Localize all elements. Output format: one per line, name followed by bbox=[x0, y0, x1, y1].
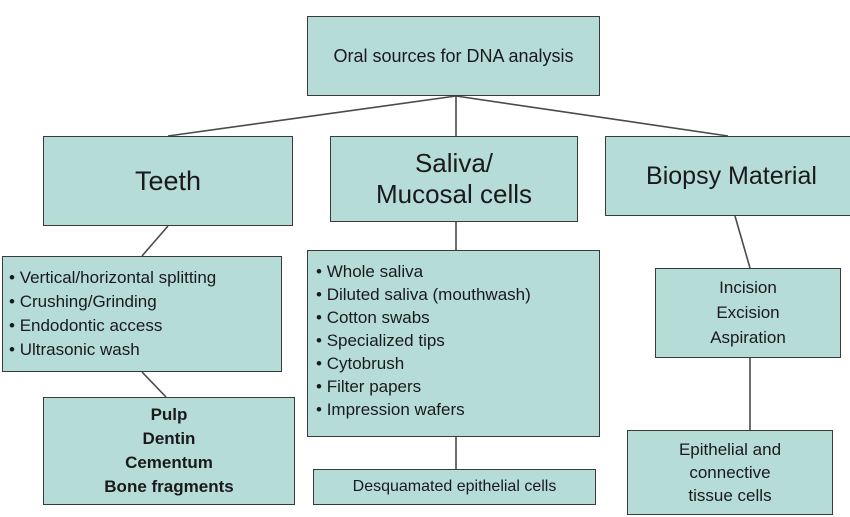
teeth-method-item: Crushing/Grinding bbox=[9, 293, 216, 310]
teeth-source-item: Cementum bbox=[125, 453, 213, 472]
saliva-result-box: Desquamated epithelial cells bbox=[313, 469, 596, 505]
biopsy-result-box: Epithelial and connective tissue cells bbox=[627, 430, 833, 515]
saliva-methods-box: Whole saliva Diluted saliva (mouthwash) … bbox=[307, 250, 600, 437]
connector-biopsy-methods bbox=[734, 215, 751, 269]
saliva-node-label-line2: Mucosal cells bbox=[375, 179, 533, 209]
saliva-method-item: Cotton swabs bbox=[316, 309, 531, 326]
biopsy-result-line: connective bbox=[689, 462, 771, 482]
biopsy-node-label: Biopsy Material bbox=[646, 161, 817, 190]
connector-root-teeth bbox=[167, 95, 457, 137]
root-node: Oral sources for DNA analysis bbox=[307, 16, 600, 96]
biopsy-result-line: Epithelial and bbox=[678, 439, 782, 459]
biopsy-method-item: Aspiration bbox=[710, 328, 786, 347]
saliva-method-item: Cytobrush bbox=[316, 355, 531, 372]
saliva-node: Saliva/ Mucosal cells bbox=[330, 136, 578, 222]
teeth-method-item: Ultrasonic wash bbox=[9, 341, 216, 358]
saliva-node-label-line1: Saliva/ bbox=[414, 147, 494, 178]
biopsy-node: Biopsy Material bbox=[605, 136, 850, 216]
saliva-result-label: Desquamated epithelial cells bbox=[352, 478, 557, 495]
saliva-method-item: Specialized tips bbox=[316, 332, 531, 349]
connector-root-biopsy bbox=[455, 95, 729, 137]
biopsy-method-item: Incision bbox=[719, 278, 777, 297]
teeth-method-item: Endodontic access bbox=[9, 317, 216, 334]
saliva-method-item: Impression wafers bbox=[316, 401, 531, 418]
teeth-node-label: Teeth bbox=[134, 165, 202, 196]
saliva-method-item: Filter papers bbox=[316, 378, 531, 395]
connector-teeth-methods bbox=[141, 225, 169, 257]
teeth-source-item: Pulp bbox=[150, 405, 188, 424]
saliva-method-item: Diluted saliva (mouthwash) bbox=[316, 286, 531, 303]
biopsy-methods-box: Incision Excision Aspiration bbox=[655, 268, 841, 358]
root-node-label: Oral sources for DNA analysis bbox=[333, 45, 574, 66]
teeth-sources-box: Pulp Dentin Cementum Bone fragments bbox=[43, 397, 295, 505]
biopsy-method-item: Excision bbox=[716, 303, 780, 322]
teeth-source-item: Dentin bbox=[142, 429, 196, 448]
teeth-node: Teeth bbox=[43, 136, 293, 226]
teeth-source-item: Bone fragments bbox=[104, 477, 234, 496]
connector-teeth-methods-sources bbox=[141, 371, 167, 398]
biopsy-result-line: tissue cells bbox=[688, 485, 772, 505]
teeth-methods-box: Vertical/horizontal splitting Crushing/G… bbox=[2, 256, 282, 372]
saliva-method-item: Whole saliva bbox=[316, 263, 531, 280]
teeth-method-item: Vertical/horizontal splitting bbox=[9, 269, 217, 286]
